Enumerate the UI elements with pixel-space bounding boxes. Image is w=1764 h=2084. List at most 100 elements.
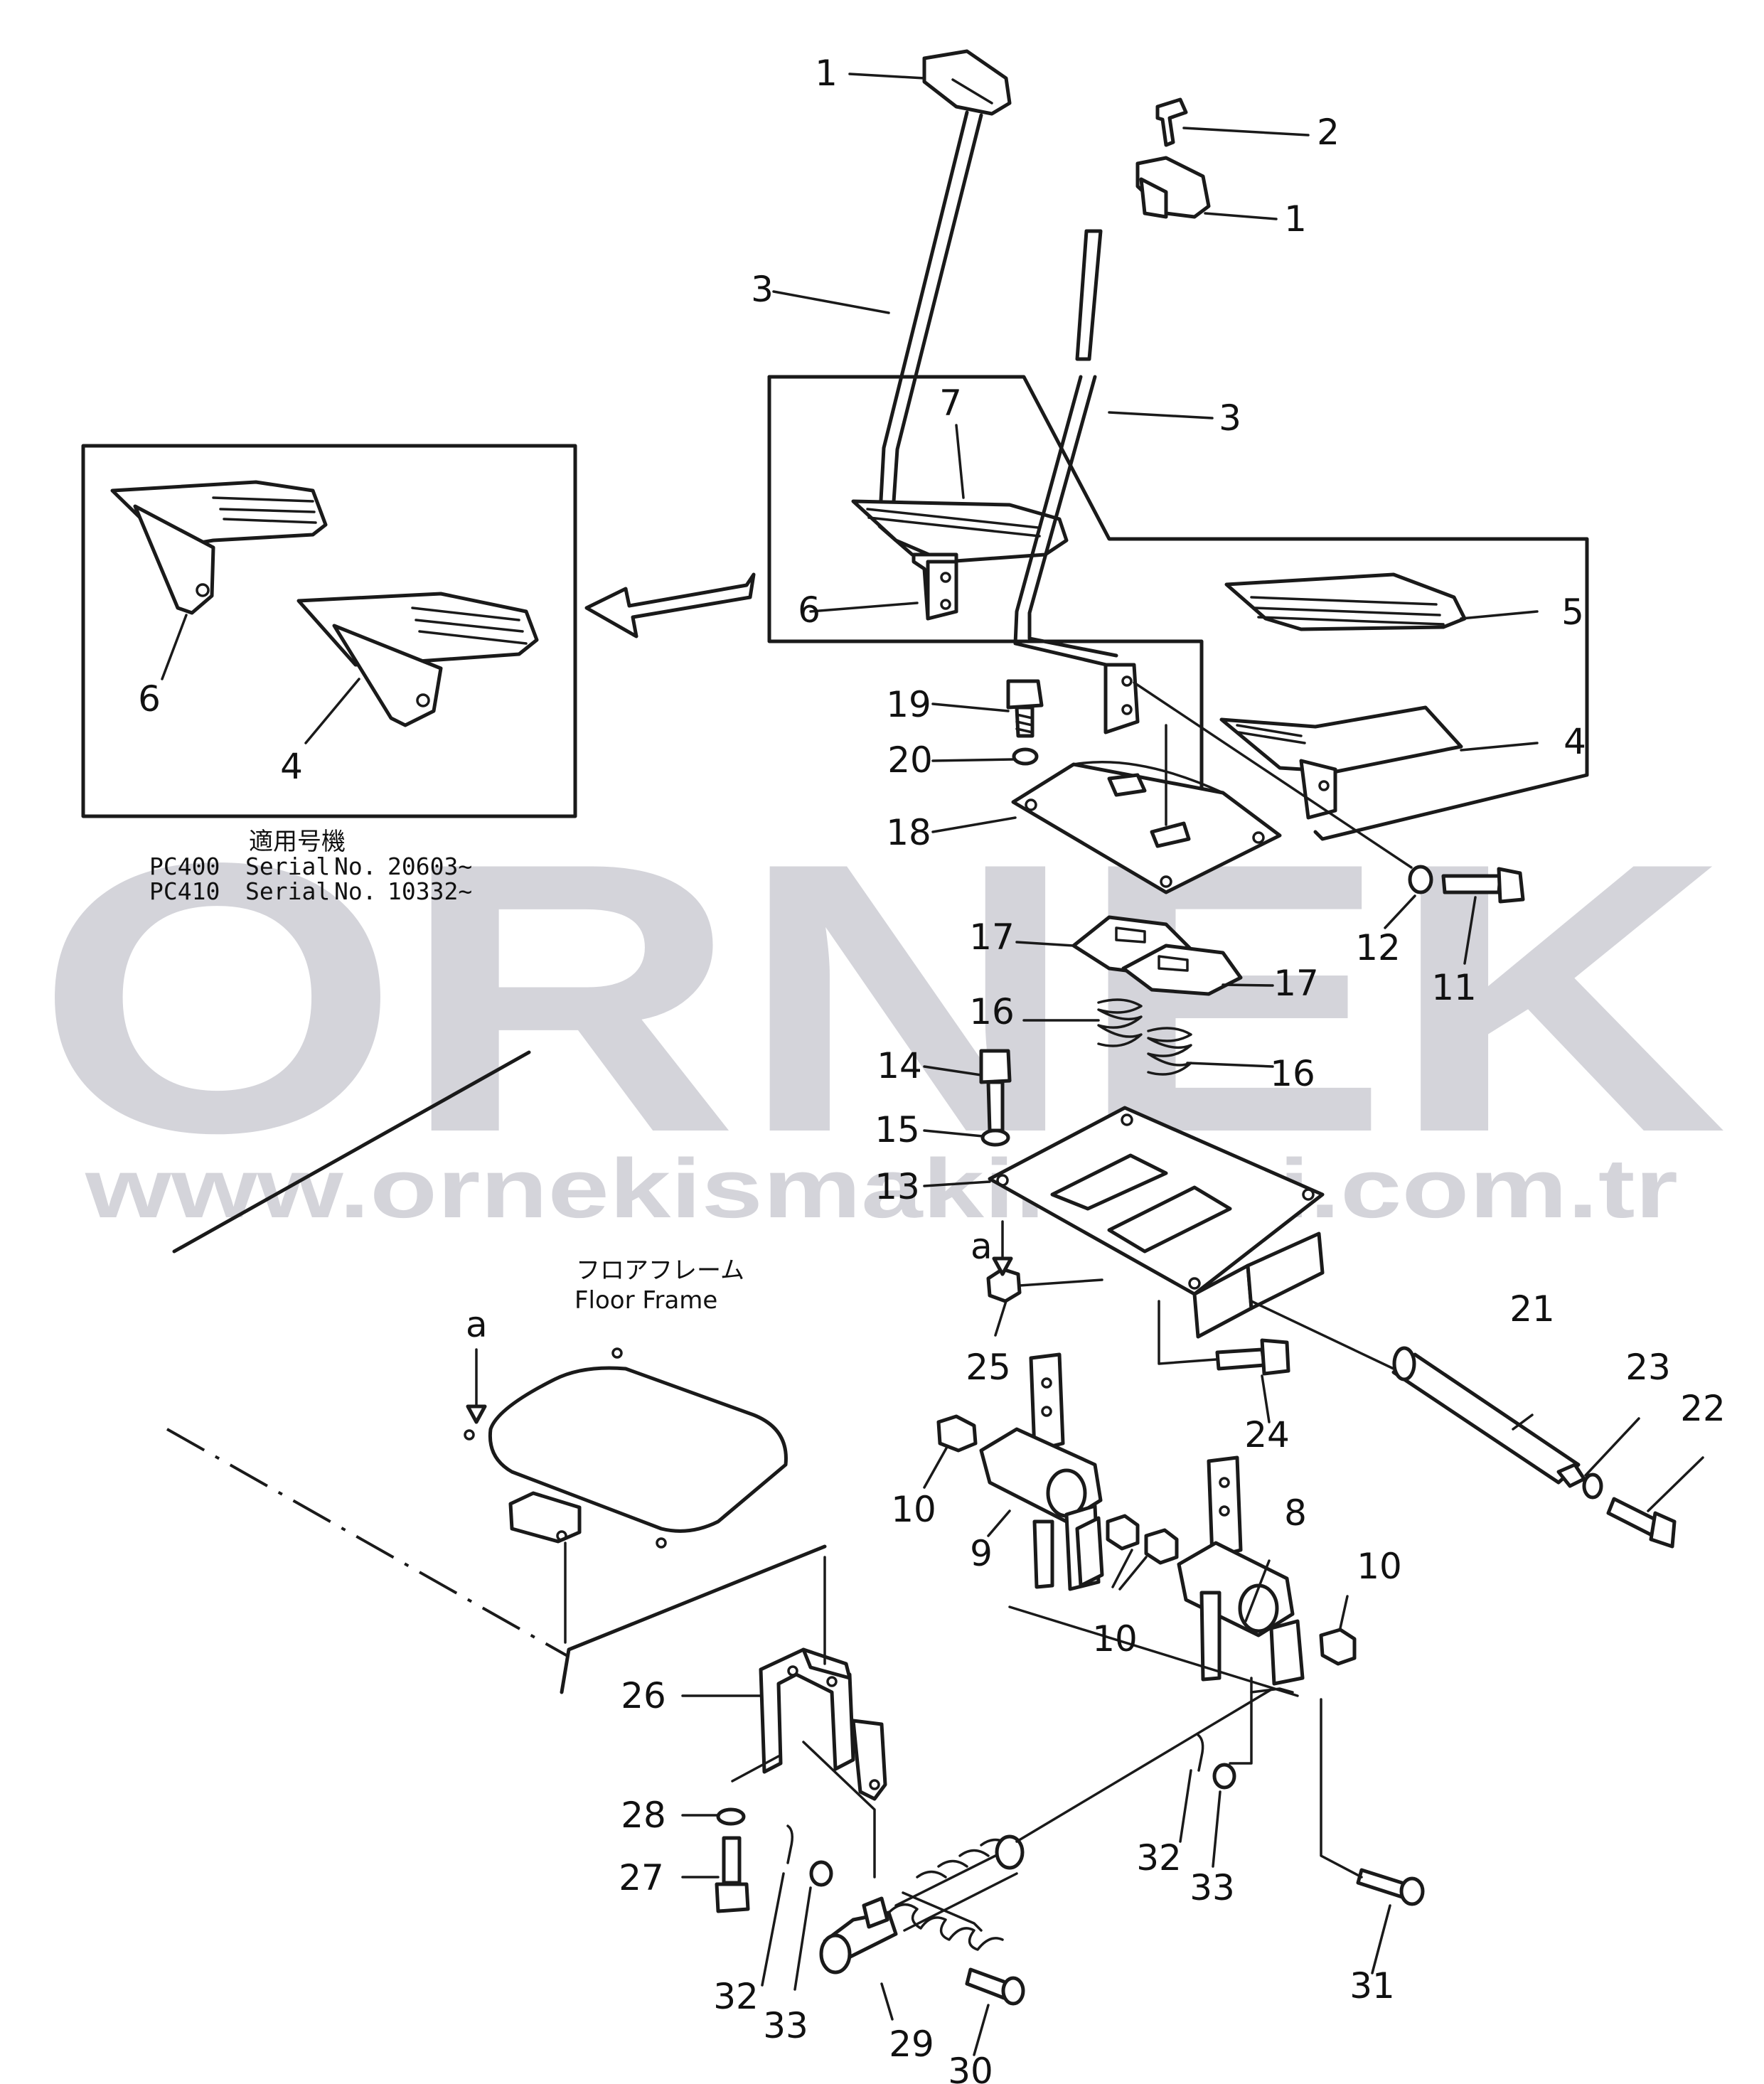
- bracket-6: [912, 552, 958, 621]
- arrow-to-inset: [584, 572, 756, 638]
- callout-30: 30: [948, 2051, 993, 2084]
- callout-4: 4: [1563, 721, 1586, 762]
- callout-22: 22: [1680, 1388, 1726, 1429]
- plate-13: [988, 1106, 1325, 1339]
- callout-26: 26: [621, 1675, 666, 1716]
- shaft-21: [1391, 1346, 1586, 1488]
- callout-6-inset: 6: [138, 678, 161, 720]
- watermark: ORNEK www.ornekismakinalari.com.tr: [36, 784, 1728, 1236]
- callout-17-b: 17: [1273, 963, 1319, 1004]
- covers-17: [1071, 915, 1243, 996]
- serial-number-1: 20603~: [387, 853, 472, 880]
- callout-33-b: 33: [1190, 1867, 1235, 1908]
- washer-15: [980, 1128, 1010, 1147]
- no-label-2: No.: [334, 877, 377, 905]
- pedal-4: [1219, 705, 1463, 820]
- lever-assembly-9: [979, 1352, 1104, 1591]
- callout-5: 5: [1561, 592, 1584, 633]
- pin-31: [1356, 1868, 1425, 1906]
- callout-1-b: 1: [1284, 198, 1307, 240]
- bolt-24: [1215, 1338, 1290, 1376]
- washer-20: [1012, 747, 1039, 766]
- lever-right: [1013, 97, 1211, 734]
- lever-left: [877, 49, 1012, 557]
- callout-17-a: 17: [969, 917, 1015, 958]
- callout-3-a: 3: [751, 269, 774, 310]
- pin-30: [965, 1967, 1025, 2006]
- serial-number-2: 10332~: [387, 877, 472, 905]
- lever-assembly-8: [1177, 1455, 1305, 1686]
- washer-23: [1582, 1473, 1603, 1500]
- pedal-5: [1224, 572, 1467, 631]
- bracket-26: [759, 1647, 887, 1801]
- callout-9: 9: [970, 1533, 993, 1574]
- cotter-pin-32-right: [1197, 1733, 1204, 1772]
- callout-16-b: 16: [1270, 1053, 1315, 1094]
- callout-19: 19: [886, 684, 931, 725]
- leader-lines: [681, 73, 1704, 2056]
- floor-frame-label-en: Floor Frame: [574, 1286, 717, 1315]
- cotter-pin-32-left: [786, 1824, 793, 1864]
- serial-label-2: Serial: [245, 877, 330, 905]
- callouts: 1 2 1 3 3 7 6 5 4 19 20 18 12 11 17 17 1…: [619, 53, 1726, 2084]
- cover-18: [1011, 761, 1282, 894]
- callout-25: 25: [966, 1347, 1011, 1388]
- watermark-brand: ORNEK: [36, 784, 1728, 1212]
- bolt-14: [979, 1049, 1012, 1133]
- inset-box: 6 4: [81, 444, 577, 818]
- applicability-table: 適用号機 PC400 Serial No. 20603~ PC410 Seria…: [149, 828, 472, 905]
- callout-10-b: 10: [1092, 1618, 1138, 1660]
- view-marker-label-lower: a: [466, 1304, 488, 1345]
- callout-20: 20: [887, 739, 933, 781]
- inset-part-4: [296, 592, 539, 727]
- washer-12: [1408, 865, 1433, 894]
- callout-10-c: 10: [1357, 1546, 1402, 1587]
- bushings-10-mid: [1106, 1514, 1179, 1565]
- callout-16-a: 16: [969, 991, 1015, 1032]
- callout-13: 13: [875, 1166, 920, 1207]
- pedal-detail-frame: [767, 375, 1589, 841]
- applicable-title: 適用号機: [249, 828, 346, 856]
- model-pc400: PC400: [149, 853, 220, 880]
- callout-7: 7: [939, 383, 962, 424]
- bolt-27: [715, 1836, 750, 1913]
- floor-frame-label-jp: フロアフレーム: [576, 1256, 744, 1285]
- callout-27: 27: [619, 1857, 664, 1898]
- view-marker-a-lower: a: [466, 1304, 488, 1424]
- callout-32-a: 32: [713, 1976, 759, 2017]
- callout-31: 31: [1349, 1965, 1395, 2006]
- callout-24: 24: [1244, 1414, 1290, 1455]
- model-pc410: PC410: [149, 877, 220, 905]
- callout-12: 12: [1355, 927, 1401, 968]
- callout-14: 14: [877, 1045, 922, 1086]
- serial-label-1: Serial: [245, 853, 330, 880]
- callout-15: 15: [875, 1109, 920, 1150]
- bolt-22: [1606, 1497, 1677, 1549]
- washer-33-left: [809, 1860, 833, 1887]
- callout-18: 18: [886, 812, 931, 853]
- callout-6: 6: [798, 589, 820, 631]
- callout-23: 23: [1625, 1347, 1671, 1388]
- callout-32-b: 32: [1136, 1837, 1182, 1879]
- floor-frame: [166, 1050, 827, 1694]
- callout-2: 2: [1317, 112, 1340, 153]
- callout-33-a: 33: [763, 2005, 808, 2046]
- bolt-19: [1006, 679, 1044, 738]
- callout-3-b: 3: [1219, 397, 1241, 439]
- callout-4-inset: 4: [280, 746, 303, 787]
- bolt-11: [1441, 867, 1525, 904]
- callout-21: 21: [1509, 1288, 1555, 1330]
- view-marker-a-upper: a: [971, 1220, 1013, 1276]
- callout-10-a: 10: [891, 1489, 936, 1530]
- bushing-10-left: [936, 1414, 978, 1453]
- callout-28: 28: [621, 1795, 666, 1836]
- callout-11: 11: [1431, 967, 1477, 1008]
- inset-part-6: [110, 480, 328, 615]
- callout-1-a: 1: [815, 53, 838, 94]
- view-marker-label-upper: a: [971, 1226, 993, 1267]
- watermark-url: www.ornekismakinalari.com.tr: [85, 1142, 1678, 1236]
- no-label-1: No.: [334, 853, 377, 880]
- bushing-10-right: [1319, 1628, 1357, 1666]
